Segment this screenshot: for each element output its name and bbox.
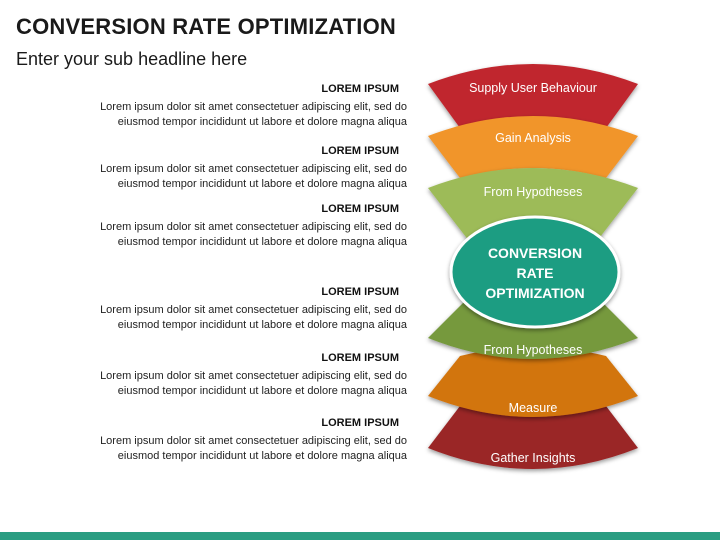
text-block-heading: LOREM IPSUM bbox=[321, 352, 399, 364]
text-block-4: LOREM IPSUM Lorem ipsum dolor sit amet c… bbox=[77, 285, 407, 333]
band-label: Measure bbox=[509, 401, 558, 415]
text-block-heading: LOREM IPSUM bbox=[321, 417, 399, 429]
text-block-heading: LOREM IPSUM bbox=[321, 203, 399, 215]
text-block-body: Lorem ipsum dolor sit amet consectetuer … bbox=[100, 370, 407, 397]
band-shape bbox=[428, 347, 638, 417]
band-supply-user-behaviour: Supply User Behaviour bbox=[428, 64, 638, 128]
text-block-1: LOREM IPSUM Lorem ipsum dolor sit amet c… bbox=[77, 82, 407, 130]
band-label: Supply User Behaviour bbox=[469, 81, 597, 95]
band-label: From Hypotheses bbox=[484, 343, 583, 357]
band-shape bbox=[428, 116, 638, 178]
band-gain-analysis: Gain Analysis bbox=[428, 116, 638, 178]
text-block-body: Lorem ipsum dolor sit amet consectetuer … bbox=[100, 221, 407, 248]
band-shape bbox=[428, 397, 638, 469]
page-title: CONVERSION RATE OPTIMIZATION bbox=[16, 14, 397, 39]
page-subtitle: Enter your sub headline here bbox=[16, 49, 248, 69]
center-label-line3: OPTIMIZATION bbox=[485, 285, 584, 301]
band-shape bbox=[428, 64, 638, 128]
text-block-body: Lorem ipsum dolor sit amet consectetuer … bbox=[100, 304, 407, 331]
text-block-body: Lorem ipsum dolor sit amet consectetuer … bbox=[100, 163, 407, 190]
text-block-body: Lorem ipsum dolor sit amet consectetuer … bbox=[100, 101, 407, 128]
text-block-2: LOREM IPSUM Lorem ipsum dolor sit amet c… bbox=[77, 144, 407, 192]
band-label: From Hypotheses bbox=[484, 185, 583, 199]
text-block-body: Lorem ipsum dolor sit amet consectetuer … bbox=[100, 435, 407, 462]
text-block-heading: LOREM IPSUM bbox=[321, 286, 399, 298]
text-block-5: LOREM IPSUM Lorem ipsum dolor sit amet c… bbox=[77, 351, 407, 399]
band-measure: Measure bbox=[428, 347, 638, 417]
center-label-line1: CONVERSION bbox=[488, 245, 582, 261]
bottom-accent-bar bbox=[0, 532, 720, 540]
text-block-6: LOREM IPSUM Lorem ipsum dolor sit amet c… bbox=[77, 416, 407, 464]
center-label-line2: RATE bbox=[516, 265, 553, 281]
band-label: Gain Analysis bbox=[495, 131, 571, 145]
text-block-3: LOREM IPSUM Lorem ipsum dolor sit amet c… bbox=[77, 202, 407, 250]
band-gather-insights: Gather Insights bbox=[428, 397, 638, 469]
text-block-heading: LOREM IPSUM bbox=[321, 83, 399, 95]
text-block-heading: LOREM IPSUM bbox=[321, 145, 399, 157]
center-circle-shape bbox=[449, 215, 621, 329]
band-label: Gather Insights bbox=[491, 451, 576, 465]
center-circle: CONVERSION RATE OPTIMIZATION bbox=[449, 215, 621, 329]
